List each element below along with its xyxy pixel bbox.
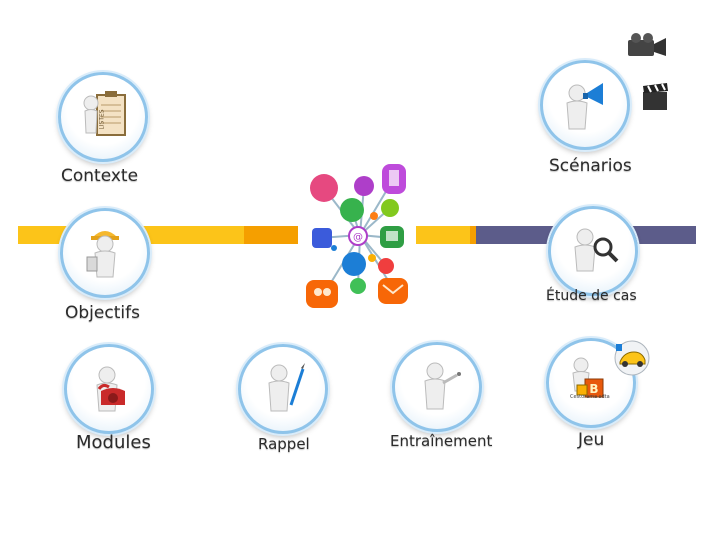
band-segment-orange-left [244, 226, 298, 244]
scenarios-label[interactable]: Scénarios [549, 156, 632, 176]
writing-figure-icon [268, 363, 305, 412]
jeu-label[interactable]: Jeu [578, 430, 605, 450]
contexte-label[interactable]: Contexte [61, 166, 139, 186]
band-segment-yellow-right [416, 226, 470, 244]
band-segment-orange-right [470, 226, 476, 244]
clipboard-figure-icon [83, 91, 126, 136]
magnifier-figure-icon [574, 228, 619, 272]
entrainement-button[interactable] [392, 342, 482, 432]
rappel-button[interactable] [238, 344, 328, 434]
communication-network-icon: @ [300, 160, 420, 310]
rappel-label[interactable]: Rappel [258, 435, 310, 453]
entrainement-label[interactable]: Entraînement [390, 432, 493, 450]
jeu-caption: Cestorama sdta [570, 394, 610, 400]
objectifs-label[interactable]: Objectifs [65, 303, 140, 323]
megaphone-figure-icon [566, 83, 603, 130]
modules-button[interactable] [64, 344, 154, 434]
training-figure-icon [424, 362, 461, 410]
svg-text:B: B [589, 382, 598, 396]
telephone-figure-icon [96, 366, 125, 412]
etude-de-cas-button[interactable] [548, 206, 638, 296]
clipboard-text: LISTES [98, 109, 106, 130]
board-game-figure-icon: B [572, 357, 604, 398]
car-badge-icon [612, 340, 652, 376]
svg-text:@: @ [353, 232, 363, 243]
modules-label[interactable]: Modules [76, 432, 151, 453]
scenarios-button[interactable] [540, 60, 630, 150]
contexte-button[interactable] [58, 72, 148, 162]
etude-de-cas-label[interactable]: Étude de cas [546, 288, 637, 304]
construction-worker-icon [86, 231, 119, 278]
clapperboard-icon[interactable] [640, 82, 670, 112]
objectifs-button[interactable] [60, 208, 150, 298]
video-camera-icon[interactable] [626, 32, 668, 60]
